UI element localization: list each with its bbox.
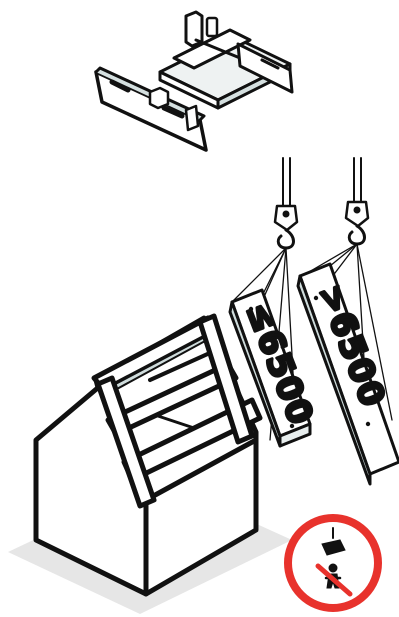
hook-icon: [275, 206, 297, 248]
lifting-crossbar-icon: [96, 12, 292, 150]
no-standing-under-load-icon: [288, 518, 378, 608]
panel-long: >6500: [298, 264, 399, 484]
hook-icon: [346, 202, 368, 244]
